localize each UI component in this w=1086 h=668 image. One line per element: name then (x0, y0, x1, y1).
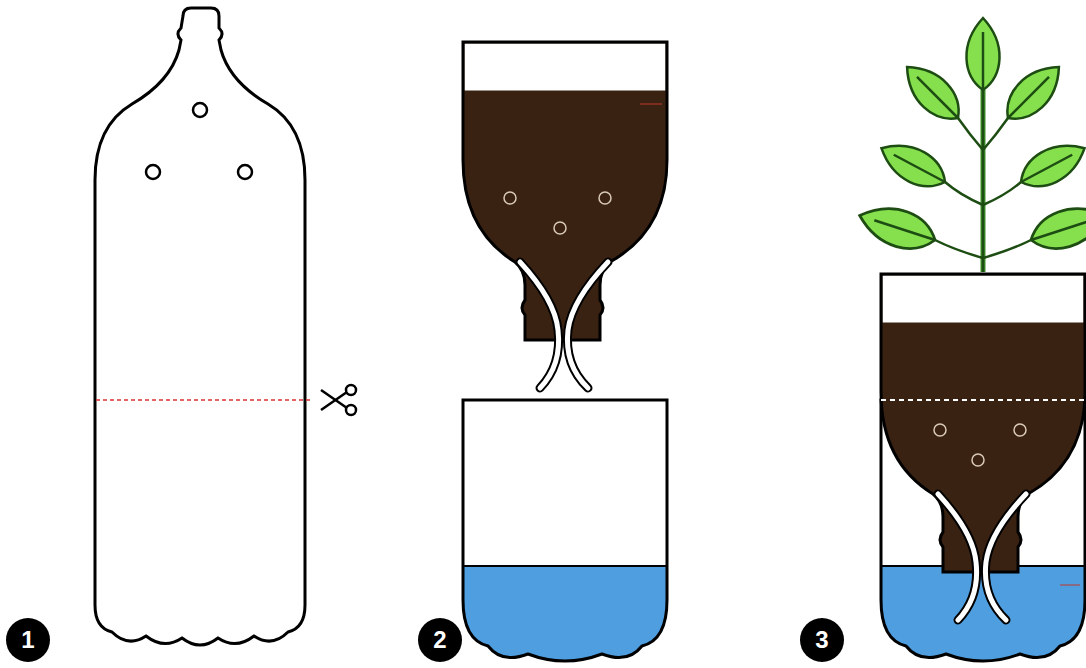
planter-top (881, 274, 1085, 620)
callout-number: 3 (815, 628, 828, 652)
callout-circle: 1 (6, 618, 50, 662)
bottle (95, 8, 312, 645)
callout-circle: 3 (800, 618, 844, 662)
callout-number: 2 (433, 628, 446, 652)
scissors (321, 385, 356, 415)
plant (854, 18, 1086, 272)
wick (520, 262, 608, 388)
bottom-half (460, 400, 672, 668)
callout-circle: 2 (418, 618, 462, 662)
callout-number: 1 (21, 628, 34, 652)
top-half (463, 42, 667, 340)
